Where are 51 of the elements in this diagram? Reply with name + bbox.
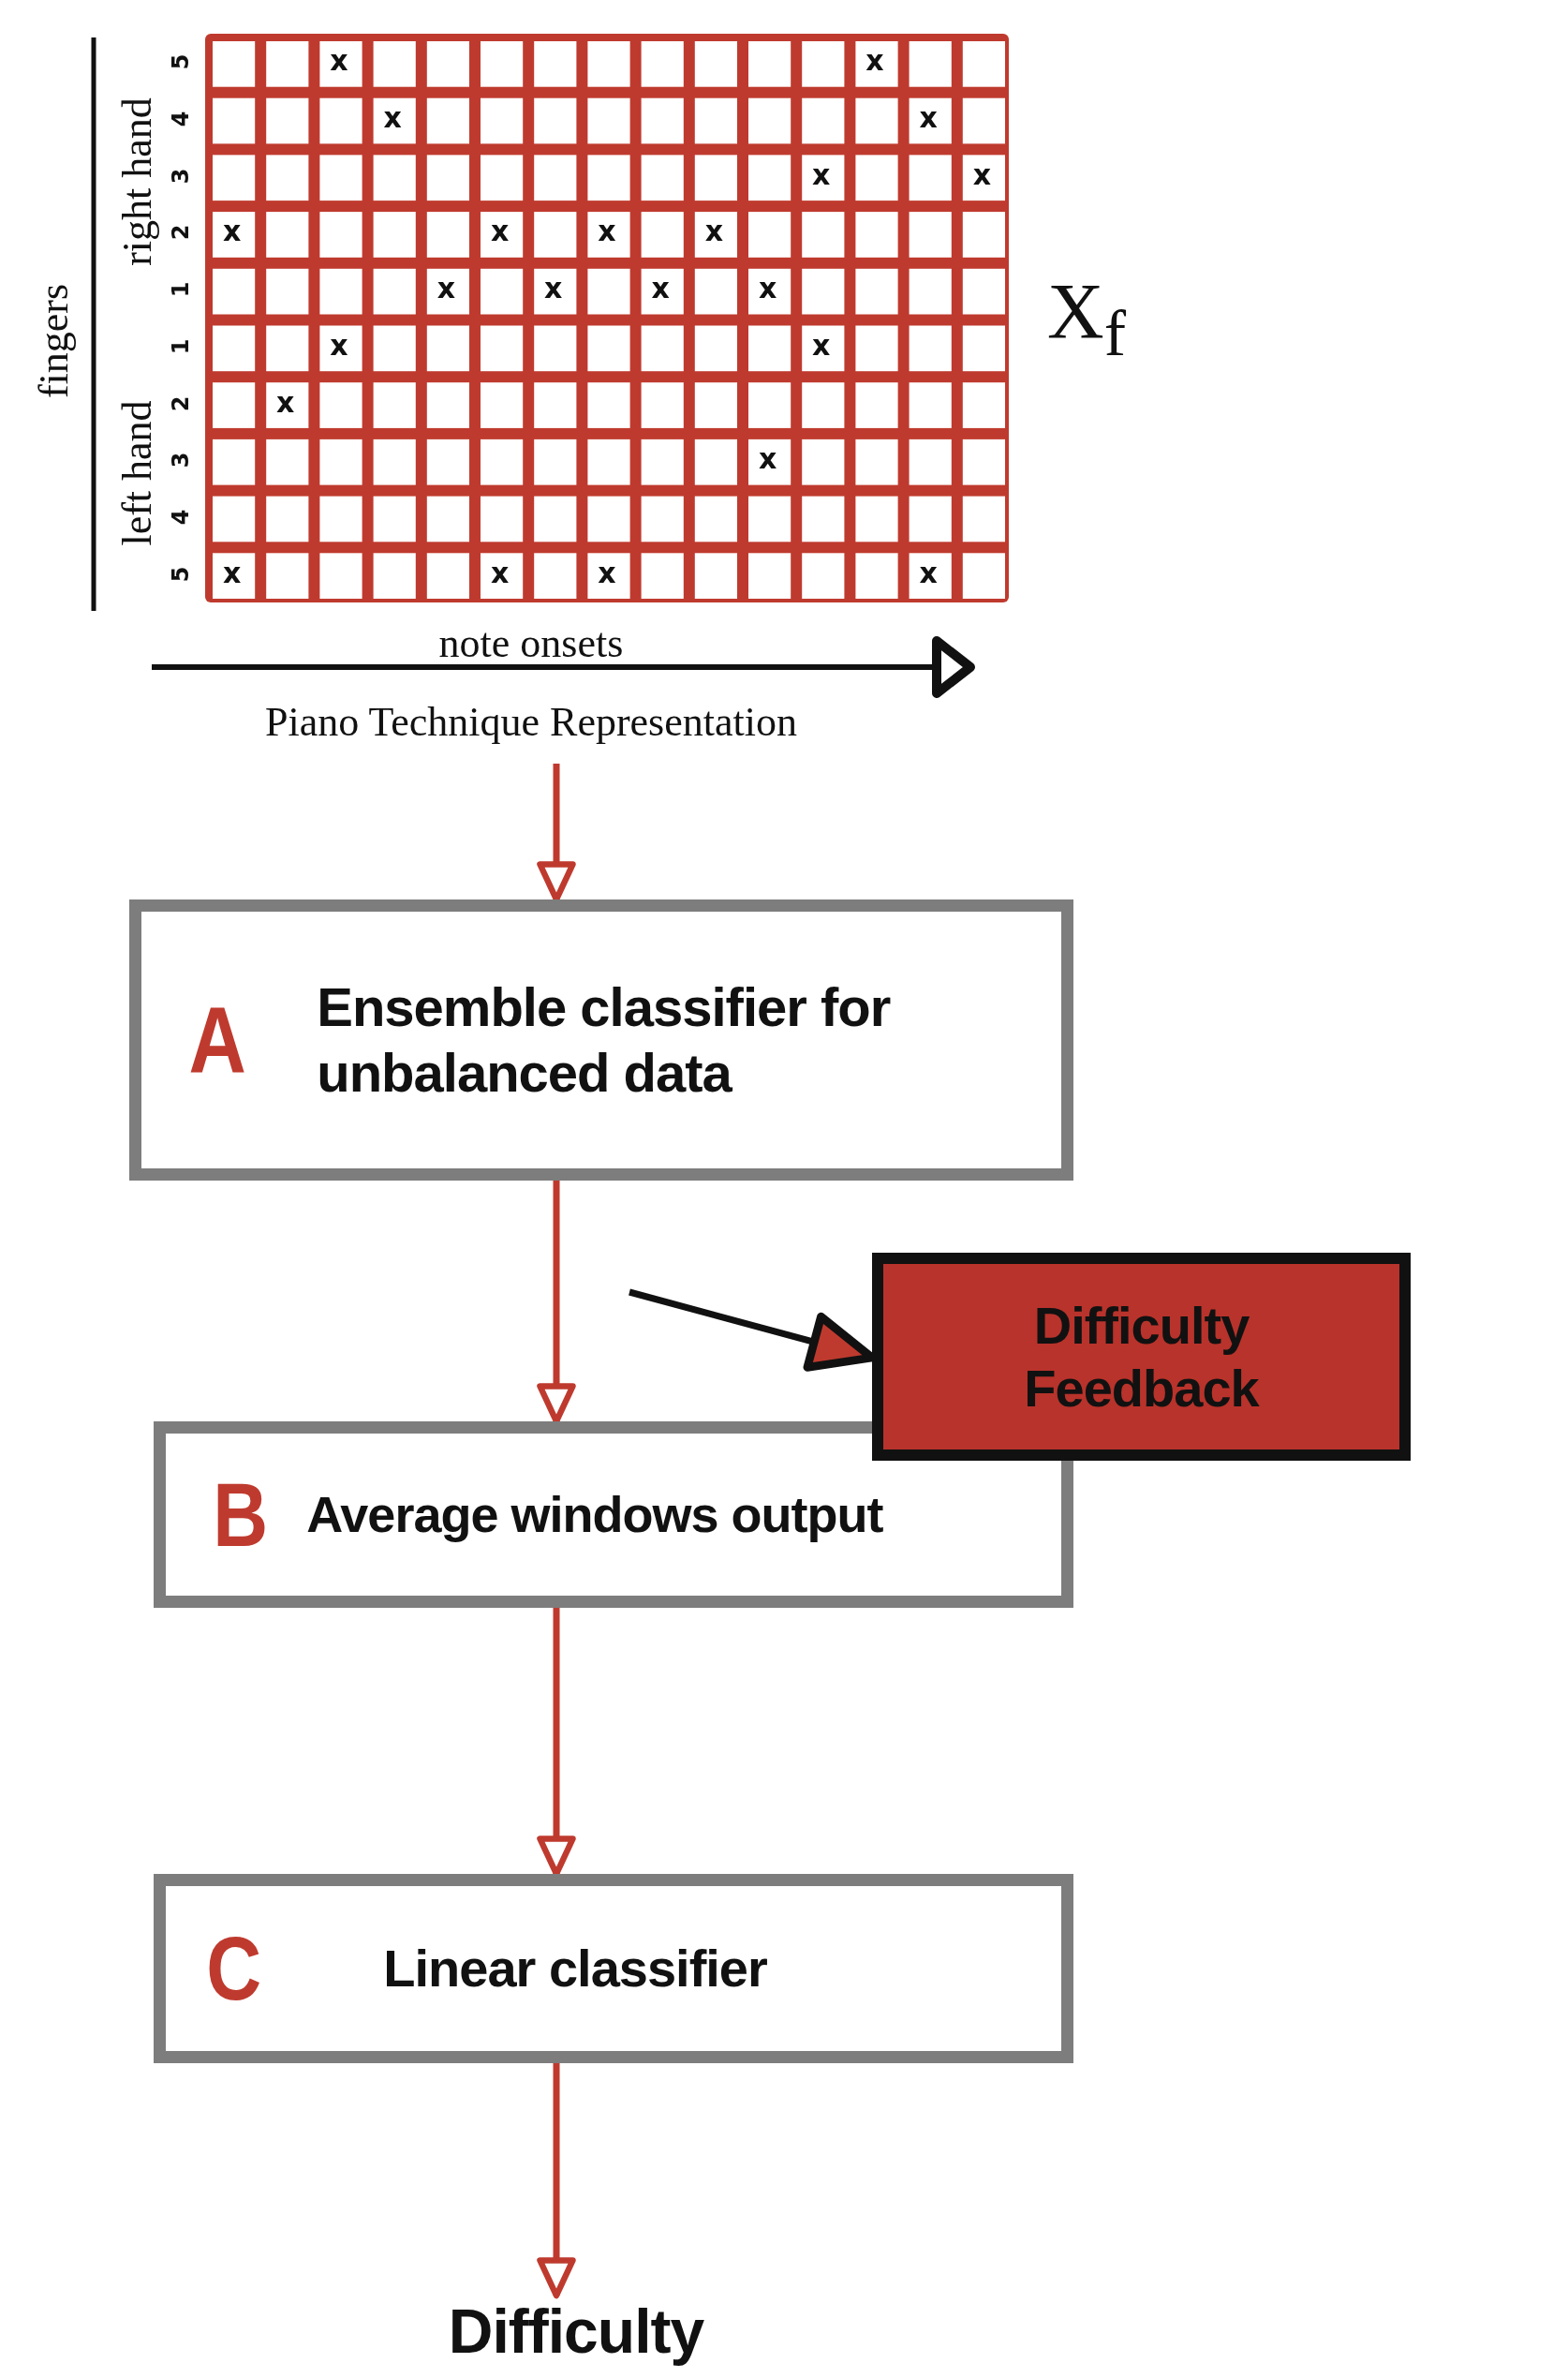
finger-mark: x xyxy=(436,271,456,305)
step-title: Linear classifier xyxy=(383,1938,768,2000)
finger-mark: x xyxy=(758,271,777,305)
axis-label: right hand xyxy=(112,97,161,266)
finger-mark: x xyxy=(919,556,938,589)
row-number: 4 xyxy=(168,509,194,526)
matrix-symbol: X$_{f}$ xyxy=(1047,267,1126,371)
finger-mark: x xyxy=(704,214,724,247)
finger-mark: x xyxy=(544,271,563,305)
finger-mark: x xyxy=(758,441,777,475)
finger-mark: x xyxy=(972,157,992,191)
row-number: 2 xyxy=(168,225,194,241)
finger-mark: x xyxy=(865,43,884,77)
row-number: 1 xyxy=(168,338,194,355)
step-letter: B xyxy=(213,1463,269,1567)
feedback-box xyxy=(872,1253,1411,1461)
finger-mark: x xyxy=(651,271,670,305)
row-number: 2 xyxy=(168,395,194,411)
step-title: Ensemble classifier for unbalanced data xyxy=(317,975,892,1105)
finger-mark: x xyxy=(598,556,616,589)
finger-mark: x xyxy=(222,214,242,247)
axis-label: fingers xyxy=(29,283,78,399)
process-box xyxy=(154,1874,1073,2063)
row-number: 1 xyxy=(168,281,194,298)
row-number: 3 xyxy=(168,452,194,468)
finger-mark: x xyxy=(276,385,295,419)
step-letter: C xyxy=(206,1917,262,2020)
finger-mark: x xyxy=(598,214,616,247)
finger-mark: x xyxy=(330,328,348,362)
finger-mark: x xyxy=(812,157,831,191)
finger-mark: x xyxy=(330,43,348,77)
step-letter: A xyxy=(188,986,246,1094)
figure-caption: Piano Technique Representation xyxy=(264,698,798,746)
axis-label: left hand xyxy=(112,400,161,546)
row-number: 3 xyxy=(168,168,194,185)
process-box xyxy=(154,1421,1073,1608)
arrow xyxy=(537,2063,576,2299)
row-number: 4 xyxy=(168,111,194,127)
finger-mark: x xyxy=(490,556,510,589)
finger-mark: x xyxy=(919,100,938,134)
step-title: Average windows output xyxy=(306,1485,884,1545)
finger-mark: x xyxy=(222,556,242,589)
axis-label: note onsets xyxy=(438,618,624,667)
row-number: 5 xyxy=(168,566,194,582)
finger-mark: x xyxy=(490,214,510,247)
finger-mark: x xyxy=(812,328,831,362)
process-box xyxy=(129,899,1073,1181)
row-number: 5 xyxy=(168,54,194,70)
finger-mark: x xyxy=(383,100,402,134)
feedback-label: Difficulty Feedback xyxy=(1023,1294,1261,1419)
output-label: Difficulty xyxy=(389,2296,763,2367)
